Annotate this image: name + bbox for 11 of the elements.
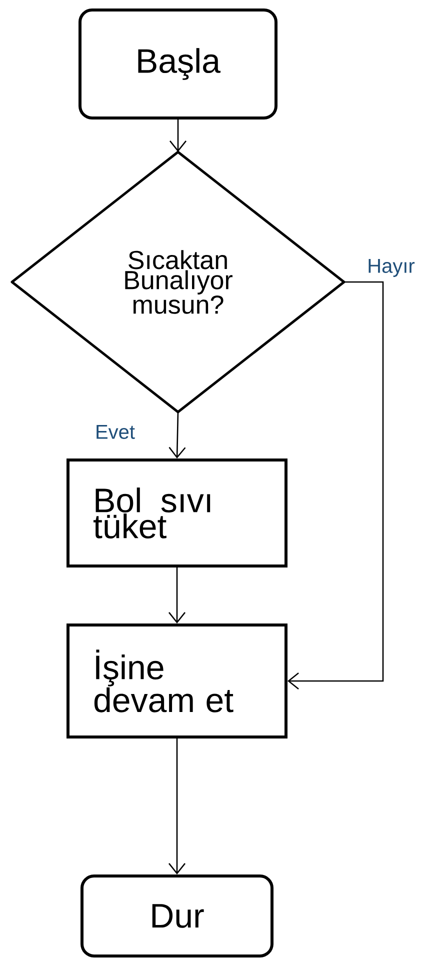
arrow — [168, 568, 186, 624]
process-box: İşine devam et — [66, 624, 288, 738]
edge-label: Evet — [94, 424, 136, 440]
arrow — [168, 412, 186, 458]
terminal-box: Dur — [80, 874, 274, 958]
process-box: Bol sıvı tüket — [66, 458, 288, 568]
arrow — [168, 738, 186, 874]
arrow — [288, 281, 384, 690]
edge-label: Hayır — [366, 258, 416, 278]
arrow — [170, 120, 186, 152]
terminal-box: Başla — [78, 8, 278, 120]
